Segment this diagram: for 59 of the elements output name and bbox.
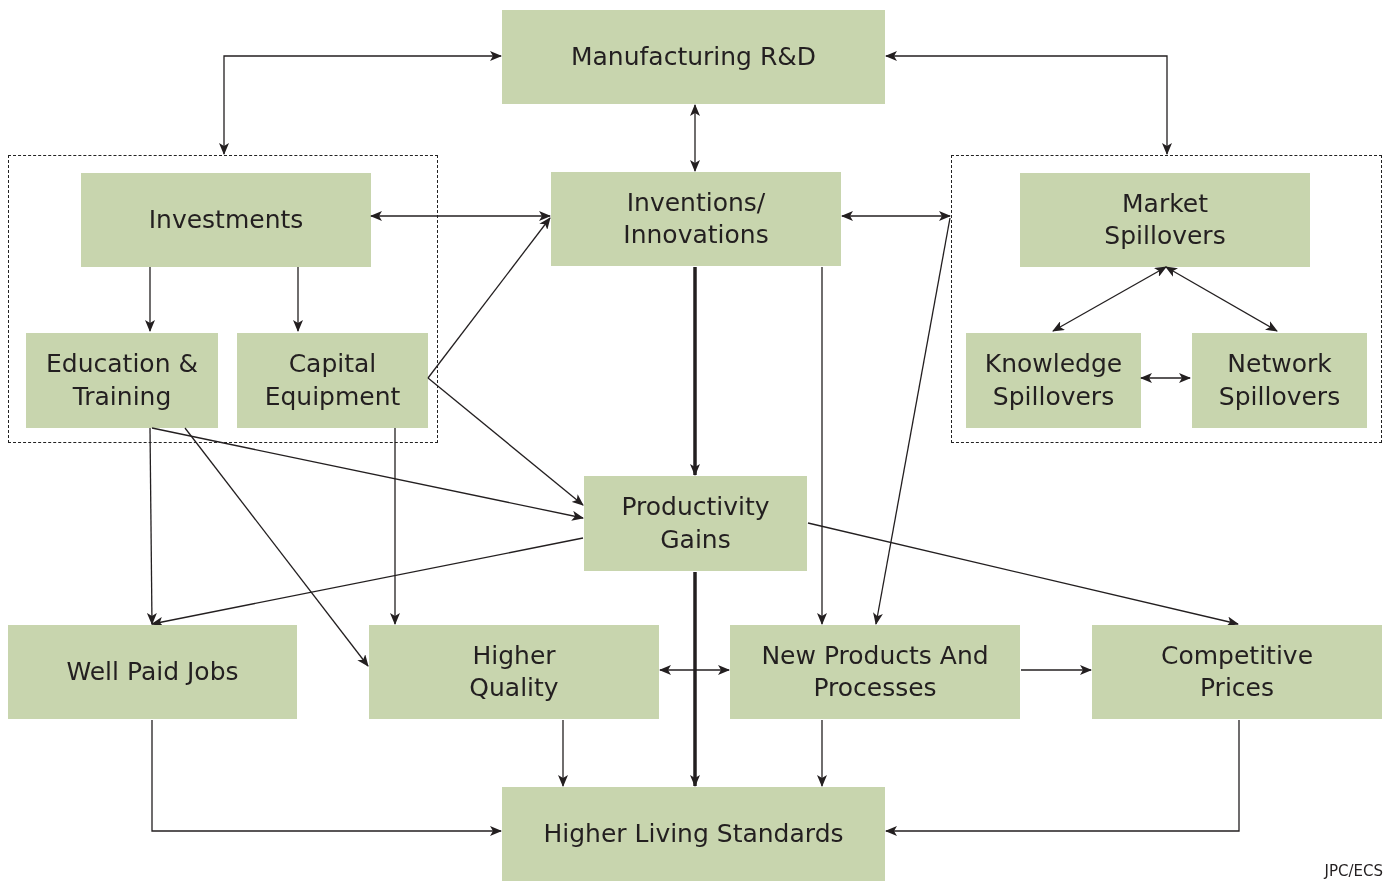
arrow bbox=[659, 665, 730, 675]
node-label: Competitive Prices bbox=[1160, 639, 1314, 704]
arrow bbox=[807, 522, 1239, 627]
node-label: Investments bbox=[147, 203, 305, 236]
process-box bbox=[369, 625, 659, 719]
node-label: Higher Quality bbox=[468, 639, 560, 704]
process-box bbox=[237, 333, 428, 428]
arrow bbox=[293, 266, 303, 332]
node-label: Manufacturing R&D bbox=[569, 40, 818, 73]
process-box bbox=[502, 787, 885, 881]
arrow bbox=[427, 377, 584, 506]
node-label: Productivity Gains bbox=[620, 491, 771, 556]
arrow bbox=[151, 537, 584, 627]
arrow bbox=[390, 427, 400, 625]
process-box bbox=[1020, 173, 1310, 267]
process-box bbox=[551, 172, 841, 266]
arrow bbox=[370, 211, 551, 221]
dashed-group-box bbox=[951, 155, 1382, 443]
arrow bbox=[151, 427, 584, 521]
arrow bbox=[1165, 266, 1278, 332]
node-label: Well Paid Jobs bbox=[65, 655, 240, 688]
process-box bbox=[8, 625, 297, 719]
credit-note: JPC/ECS bbox=[1324, 862, 1383, 880]
node-label: New Products And Processes bbox=[760, 639, 990, 704]
process-box bbox=[584, 476, 807, 571]
arrow bbox=[145, 266, 155, 332]
arrow bbox=[841, 211, 951, 221]
dashed-group-box bbox=[8, 155, 438, 443]
arrow bbox=[1020, 665, 1092, 675]
arrow bbox=[427, 217, 551, 379]
node-label: Higher Living Standards bbox=[542, 817, 845, 850]
arrow bbox=[1140, 373, 1191, 383]
process-box bbox=[966, 333, 1141, 428]
arrow bbox=[184, 427, 369, 667]
node-label: Knowledge Spillovers bbox=[983, 348, 1124, 413]
node-label: Inventions/ Innovations bbox=[622, 186, 770, 251]
process-box bbox=[502, 10, 885, 104]
arrow bbox=[873, 217, 951, 625]
arrow bbox=[885, 719, 1240, 836]
process-box bbox=[1192, 333, 1367, 428]
node-label: Market Spillovers bbox=[1103, 187, 1227, 252]
process-box bbox=[730, 625, 1020, 719]
node-label: Education & Training bbox=[45, 348, 199, 413]
arrow bbox=[817, 266, 827, 625]
process-box bbox=[26, 333, 218, 428]
process-box bbox=[1092, 625, 1382, 719]
arrow bbox=[1052, 266, 1167, 332]
arrow bbox=[146, 427, 157, 625]
arrow bbox=[690, 104, 700, 172]
arrow bbox=[219, 51, 502, 155]
node-label: Network Spillovers bbox=[1217, 348, 1342, 413]
arrow bbox=[558, 719, 568, 787]
arrow bbox=[690, 267, 700, 476]
process-box bbox=[81, 173, 371, 267]
arrow bbox=[817, 719, 827, 787]
arrow bbox=[885, 51, 1172, 155]
arrow bbox=[690, 572, 700, 787]
arrow bbox=[151, 719, 502, 836]
node-label: Capital Equipment bbox=[263, 348, 402, 413]
